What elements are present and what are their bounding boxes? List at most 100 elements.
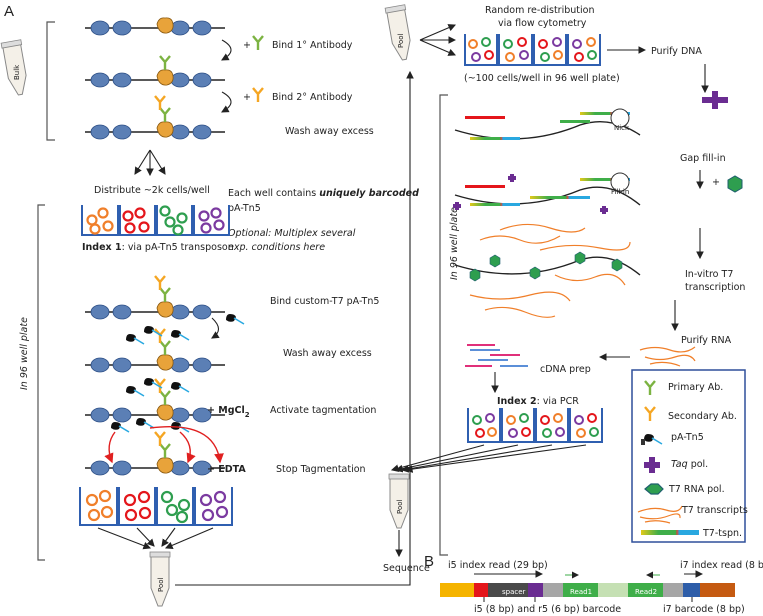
legend-pa-tn5: pA-Tn5 <box>671 432 704 443</box>
legend: Primary Ab. Secondary Ab. pA-Tn5 Taq pol… <box>631 369 748 543</box>
index-1-label: Index 1: via pA-Tn5 transposon <box>82 242 234 253</box>
segment-read1-primer <box>563 583 598 597</box>
t7-transcripts-icon <box>637 505 683 524</box>
nick-label: Nick <box>614 124 630 132</box>
primary-antibody-icon <box>251 34 265 52</box>
segment-p5-adapter <box>440 583 474 597</box>
pool-tube-top: Pool <box>384 4 415 62</box>
pa-tn5-icon <box>225 313 245 325</box>
chromatin-row-4 <box>85 274 225 320</box>
step-wash-2: Wash away excess <box>283 348 372 359</box>
legend-taq-pol: Taq pol. <box>671 459 708 470</box>
plus-sign: + <box>243 92 251 103</box>
pool-tube-label: Pool <box>157 577 165 592</box>
redistribute-arrows <box>419 24 457 56</box>
purified-rna <box>639 346 696 367</box>
legend-t7-rna-pol: T7 RNA pol. <box>668 484 725 495</box>
pool-tube-bottom-label: Pool <box>396 499 404 514</box>
redistribution-line-1: Random re-distribution <box>485 5 594 16</box>
legend-secondary-ab: Secondary Ab. <box>668 411 737 422</box>
pcr-wells <box>390 408 603 473</box>
curved-arrow <box>211 317 220 339</box>
plus-sign: + <box>243 40 251 51</box>
pool-tube-bottom: Pool <box>388 473 410 529</box>
segment-i5-barcode <box>474 583 488 597</box>
chromatin-row-2 <box>85 54 225 88</box>
t7-rna-polymerase-icon <box>727 175 743 193</box>
segment-p7-adapter <box>700 583 735 597</box>
panel-b-label: B <box>424 553 434 570</box>
bulk-tube: Bulk <box>0 39 31 97</box>
i5-barcode-label: i5 (8 bp) and r5 (6 bp) barcode <box>474 604 621 615</box>
library-construct-bar <box>440 583 735 597</box>
step-cdna-prep: cDNA prep <box>540 364 591 375</box>
t7-rna-polymerase-icon <box>644 483 664 495</box>
barcoded-wells <box>81 205 230 236</box>
cells-per-well-note: (~100 cells/well in 96 well plate) <box>464 73 620 84</box>
step-ivt-2: transcription <box>685 282 745 293</box>
i7-barcode-label: i7 barcode (8 bp) <box>663 604 745 615</box>
index-2-label: Index 2: via PCR <box>497 396 579 407</box>
cdna-library <box>465 344 528 367</box>
redistribution-line-2: via flow cytometry <box>498 18 587 29</box>
distribute-arrows <box>134 149 166 177</box>
i7-index-read-label: i7 index read (8 bp) <box>680 560 763 571</box>
plate-label-left: In 96 well plate <box>19 317 30 390</box>
tagmented-fragments-nick <box>454 108 641 140</box>
segment-linker <box>543 583 563 597</box>
read2-label: Read2 <box>635 588 657 596</box>
segment-i7-barcode <box>683 583 700 597</box>
step-sequence: Sequence <box>383 563 430 574</box>
segment-read2-primer <box>628 583 663 597</box>
segment-linker <box>663 583 683 597</box>
tagmented-wells <box>79 487 233 550</box>
plate-bracket-right <box>439 94 448 556</box>
pool-tube-left: Pool <box>149 551 171 607</box>
plus-sign: + <box>712 177 720 188</box>
panel-a-label: A <box>4 3 14 20</box>
chromatin-row-5 <box>85 325 225 373</box>
taq-polymerase-icon <box>644 457 660 473</box>
chromatin-row-7 <box>85 417 225 476</box>
optional-note-1: Optional: Multiplex several <box>228 228 356 239</box>
mgcl2-label: + MgCl2 <box>207 405 250 419</box>
secondary-antibody-icon <box>251 86 265 104</box>
fill-in-label: Fill-in <box>611 188 629 196</box>
edta-label: + EDTA <box>207 464 246 475</box>
step-stop: Stop Tagmentation <box>276 464 366 475</box>
chromatin-row-3 <box>85 94 225 140</box>
step-bind-secondary: Bind 2° Antibody <box>272 92 353 103</box>
chromatin-row-1 <box>85 17 225 36</box>
bulk-bracket <box>46 21 55 141</box>
step-ivt-1: In-vitro T7 <box>685 269 733 280</box>
each-well-note-cont: pA-Tn5 <box>228 203 261 214</box>
step-gap-fill: Gap fill-in <box>680 153 726 164</box>
mixed-wells <box>464 34 601 66</box>
step-wash-1: Wash away excess <box>285 126 374 137</box>
step-activate: Activate tagmentation <box>270 405 376 416</box>
legend-t7-transcripts: T7 transcripts <box>681 505 748 516</box>
bulk-tube-label: Bulk <box>13 64 21 80</box>
plate-bracket-left <box>37 204 45 561</box>
step-bind-custom: Bind custom-T7 pA-Tn5 <box>270 296 379 307</box>
legend-t7-tspn: T7-tspn. <box>702 528 742 539</box>
step-purify-rna: Purify RNA <box>681 335 732 346</box>
pool-tube-top-label: Pool <box>397 33 405 48</box>
step-purify-dna: Purify DNA <box>651 46 702 57</box>
read1-label: Read1 <box>570 588 592 596</box>
t7-transposon-icon <box>641 530 699 535</box>
tagmented-fragments-filled <box>453 172 641 214</box>
each-well-note: Each well contains uniquely barcoded <box>228 188 419 199</box>
segment-r5-barcode <box>528 583 543 597</box>
curved-arrow <box>221 39 232 61</box>
spacer-label: spacer <box>502 588 526 596</box>
step-distribute: Distribute ~2k cells/well <box>94 185 210 196</box>
optional-note-2: exp. conditions here <box>228 242 325 253</box>
transcription-fragments <box>454 223 641 318</box>
i5-index-read-label: i5 index read (29 bp) <box>448 560 548 571</box>
chromatin-row-6 <box>85 377 225 423</box>
plate-label-right: In 96 well plate <box>449 207 460 280</box>
segment-spacer <box>488 583 528 597</box>
legend-primary-ab: Primary Ab. <box>668 382 723 393</box>
